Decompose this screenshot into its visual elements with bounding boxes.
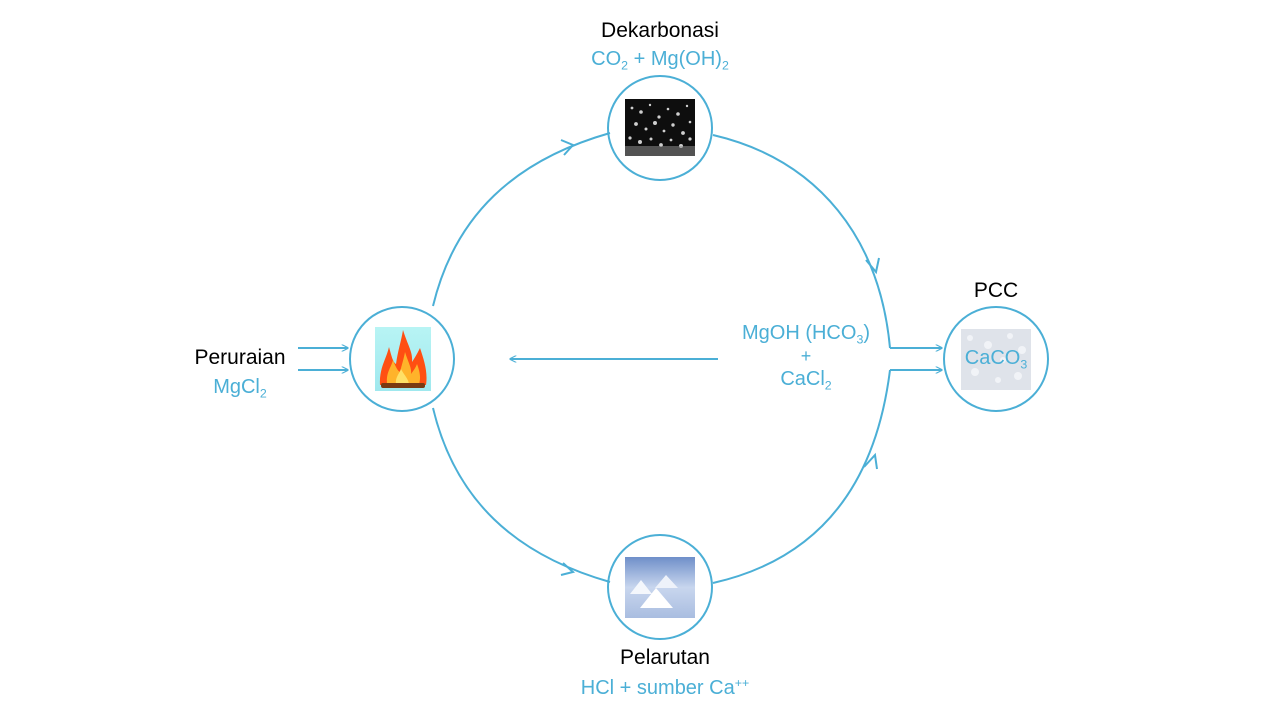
salt-pile-right (655, 575, 678, 588)
salt-pile-left (630, 580, 652, 594)
formula-part: + Mg(OH) (628, 48, 722, 70)
node-top-circle (607, 75, 713, 181)
node-left-circle (349, 306, 455, 412)
flame-inner (386, 352, 421, 384)
arc-bottom-to-right (712, 369, 891, 584)
formula-sub: 2 (259, 386, 267, 401)
arc-top-to-right (712, 134, 891, 349)
center-compound-2: CaCl2 (746, 368, 866, 392)
node-pcc (943, 306, 1049, 412)
formula-part: ) (863, 322, 871, 344)
arc-left-to-bottom (432, 407, 611, 583)
formula-sub: 3 (1020, 357, 1028, 372)
formula-part: CaCO (964, 347, 1021, 369)
bubble-dots (628, 103, 692, 148)
arrowhead-top-right (865, 257, 880, 275)
formula-sub: 2 (621, 58, 629, 73)
logs (381, 383, 425, 388)
formula-sup: ++ (734, 676, 750, 690)
arc-left-to-top (432, 132, 611, 307)
arrowhead-top-left (560, 139, 575, 156)
formula-sub: 2 (721, 58, 729, 73)
formula-part: MgCl (213, 376, 260, 398)
pcc-formula: CaCO3 (946, 347, 1046, 371)
cycle-arrows (432, 132, 891, 584)
pelarutan-formula: HCl + sumber Ca++ (535, 676, 795, 700)
peruraian-formula: MgCl2 (180, 376, 300, 400)
straight-arrows (298, 348, 942, 370)
formula-part: HCl + sumber Ca (580, 676, 735, 699)
formula-part: CO (591, 48, 622, 70)
node-peruraian (349, 306, 455, 412)
arrowhead-bottom-left (560, 562, 576, 576)
node-pelarutan (607, 534, 713, 640)
node-bottom-circle (607, 534, 713, 640)
arc-arrowheads (560, 139, 880, 576)
arrowhead-bottom-right (863, 452, 878, 470)
pelarutan-title: Pelarutan (620, 646, 710, 669)
peruraian-title: Peruraian (194, 346, 286, 369)
formula-sub: 3 (856, 332, 864, 347)
salt-pile-front (640, 588, 673, 608)
formula-part: MgOH (HCO (741, 322, 857, 344)
dekarbonasi-title: Dekarbonasi (601, 19, 719, 42)
powder-texture (967, 333, 1026, 383)
dekarbonasi-formula: CO2 + Mg(OH)2 (540, 48, 780, 72)
formula-part: CaCl (780, 368, 825, 390)
node-dekarbonasi (607, 75, 713, 181)
bubbles-image-floor (625, 146, 695, 156)
pcc-title: PCC (973, 279, 1019, 302)
node-right-circle (943, 306, 1049, 412)
center-plus: + (800, 346, 812, 366)
flame-core (395, 369, 409, 384)
formula-sub: 2 (824, 378, 832, 393)
center-compound-1: MgOH (HCO3) (706, 322, 906, 346)
